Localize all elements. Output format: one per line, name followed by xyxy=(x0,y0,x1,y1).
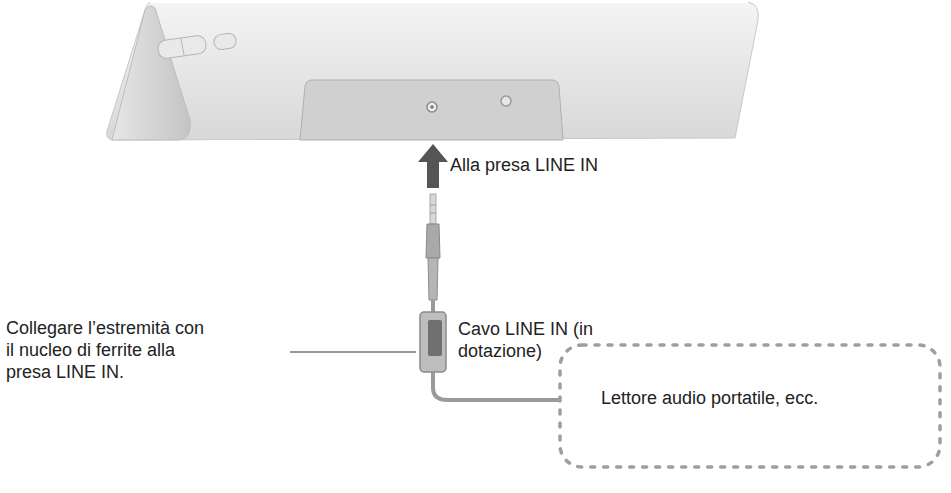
device-box: Lettore audio portatile, ecc. xyxy=(557,342,943,470)
jack-label: Alla presa LINE IN xyxy=(450,154,598,176)
leader-line xyxy=(290,351,416,352)
part-label: Cavo LINE IN (in dotazione) xyxy=(458,318,608,362)
speaker-device xyxy=(107,2,759,140)
node-text: Lettore audio portatile, ecc. xyxy=(601,387,899,409)
insert-arrow xyxy=(418,144,448,188)
line-in-cable xyxy=(420,194,560,400)
note-text: Collegare l’estremità con il nucleo di f… xyxy=(6,317,206,383)
